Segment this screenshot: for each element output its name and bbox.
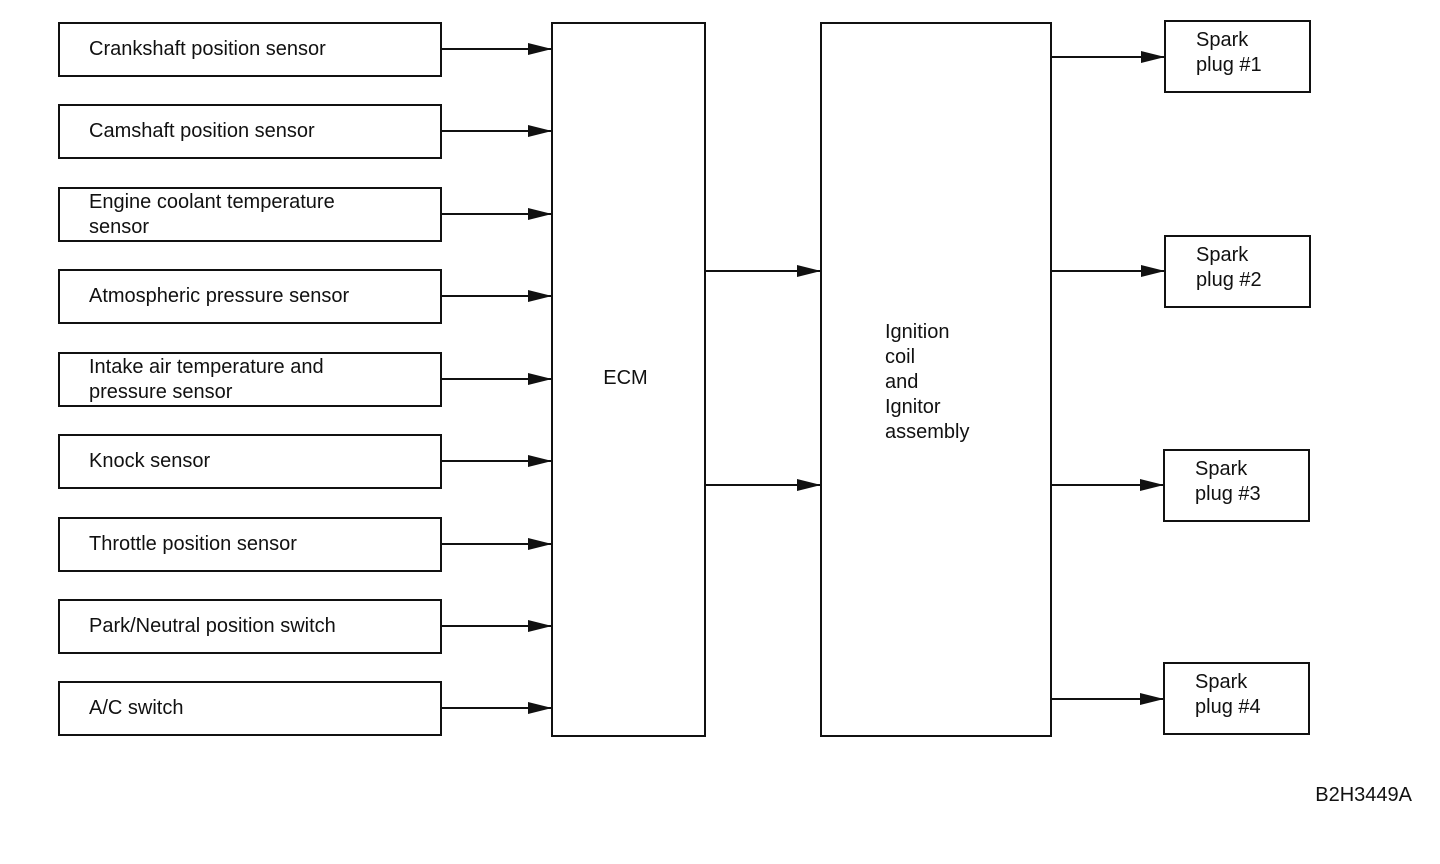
sensor-label: Intake air temperature and pressure sens… [89, 355, 324, 403]
sensor-box-intake-air: Intake air temperature and pressure sens… [58, 352, 442, 407]
spark-plug-label: Spark plug #4 [1195, 671, 1261, 718]
spark-plug-label: Spark plug #3 [1195, 458, 1261, 505]
ecm-box: ECM [551, 22, 706, 737]
spark-plug-box-1: Spark plug #1 [1164, 20, 1311, 93]
spark-plug-box-2: Spark plug #2 [1164, 235, 1311, 308]
sensor-box-crankshaft: Crankshaft position sensor [58, 22, 442, 77]
sensor-box-ac-switch: A/C switch [58, 681, 442, 736]
sensor-label: Throttle position sensor [89, 533, 297, 555]
spark-plug-label: Spark plug #1 [1196, 29, 1262, 76]
sensor-label: Crankshaft position sensor [89, 38, 326, 60]
sensor-label: A/C switch [89, 697, 184, 719]
sensor-box-throttle-position: Throttle position sensor [58, 517, 442, 572]
ecm-label: ECM [603, 367, 648, 389]
sensor-label: Knock sensor [89, 450, 211, 472]
figure-code: B2H3449A [1315, 784, 1412, 806]
sensor-box-coolant-temperature: Engine coolant temperature sensor [58, 187, 442, 242]
sensor-label: Engine coolant temperature sensor [89, 190, 335, 238]
sensor-box-camshaft: Camshaft position sensor [58, 104, 442, 159]
sensor-box-park-neutral: Park/Neutral position switch [58, 599, 442, 654]
sensor-box-atmospheric-pressure: Atmospheric pressure sensor [58, 269, 442, 324]
spark-plug-box-4: Spark plug #4 [1163, 662, 1310, 735]
spark-plug-box-3: Spark plug #3 [1163, 449, 1310, 522]
sensor-box-knock: Knock sensor [58, 434, 442, 489]
sensor-label: Park/Neutral position switch [89, 615, 336, 637]
ignition-label: Ignition coil and Ignitor assembly [885, 321, 970, 443]
sensor-label: Atmospheric pressure sensor [89, 285, 350, 307]
spark-plug-label: Spark plug #2 [1196, 244, 1262, 291]
ignition-coil-ignitor-box: Ignition coil and Ignitor assembly [820, 22, 1052, 737]
sensor-label: Camshaft position sensor [89, 120, 315, 142]
